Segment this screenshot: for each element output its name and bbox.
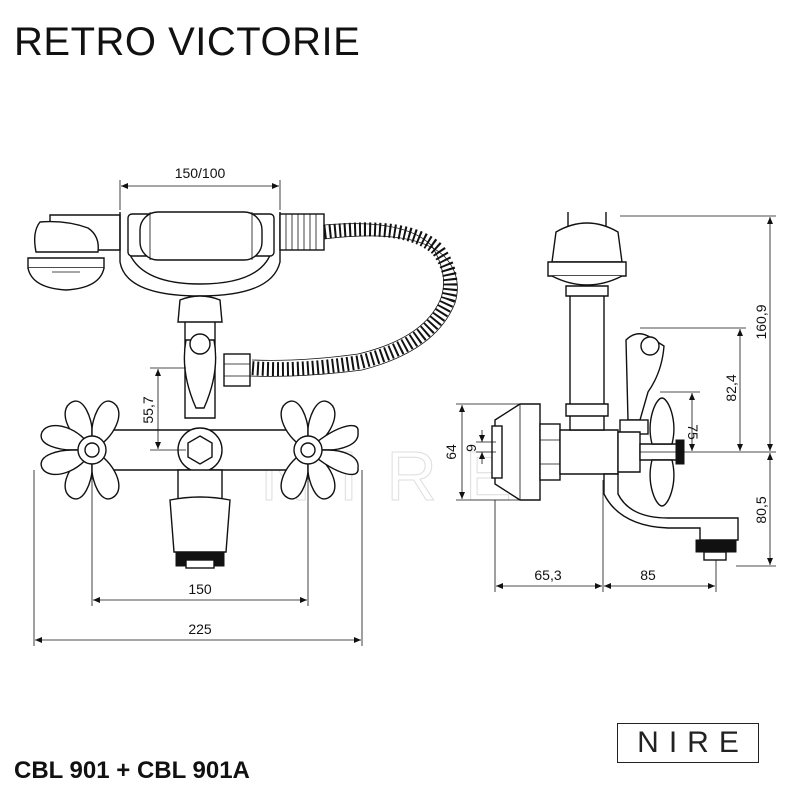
- hose-connector: [279, 213, 325, 251]
- dim-side-80-5: 80,5: [736, 453, 776, 567]
- brand-logo: NIRE: [617, 723, 759, 763]
- dim-side-64: 64: [443, 403, 520, 501]
- shower-head: [27, 214, 121, 291]
- shower-hose: [249, 222, 458, 377]
- svg-text:82,4: 82,4: [723, 374, 739, 401]
- svg-text:150/100: 150/100: [175, 165, 226, 181]
- svg-text:160,9: 160,9: [753, 304, 769, 339]
- handset-grip: [127, 211, 275, 261]
- dim-side-9: 9: [463, 430, 496, 464]
- svg-text:9: 9: [463, 444, 479, 452]
- dim-side-82-4: 82,4: [640, 327, 746, 451]
- svg-text:64: 64: [443, 444, 459, 460]
- svg-text:55,7: 55,7: [140, 396, 156, 423]
- dim-handle-spacing: 150/100: [119, 165, 281, 210]
- svg-text:150: 150: [188, 581, 212, 597]
- svg-text:225: 225: [188, 621, 212, 637]
- dim-width-150: 150: [91, 470, 309, 606]
- dim-side-160-9: 160,9: [620, 215, 776, 453]
- product-title: RETRO VICTORIE: [14, 20, 361, 64]
- dim-side-bottom: 65,3 85: [494, 480, 717, 592]
- front-view: 150/100 55,7 150 225: [27, 165, 458, 646]
- side-view: 64 9 75 160,9 82,4: [443, 212, 776, 592]
- dim-width-225: 225: [33, 470, 363, 646]
- svg-text:80,5: 80,5: [753, 496, 769, 523]
- left-cross-handle: [40, 400, 120, 500]
- svg-text:85: 85: [640, 567, 656, 583]
- model-number: CBL 901 + CBL 901A: [14, 757, 250, 784]
- svg-text:65,3: 65,3: [534, 567, 561, 583]
- svg-text:75: 75: [685, 424, 701, 440]
- dim-side-75: 75: [660, 391, 701, 451]
- right-cross-handle: [280, 400, 359, 500]
- dim-height-left: 55,7: [140, 367, 186, 451]
